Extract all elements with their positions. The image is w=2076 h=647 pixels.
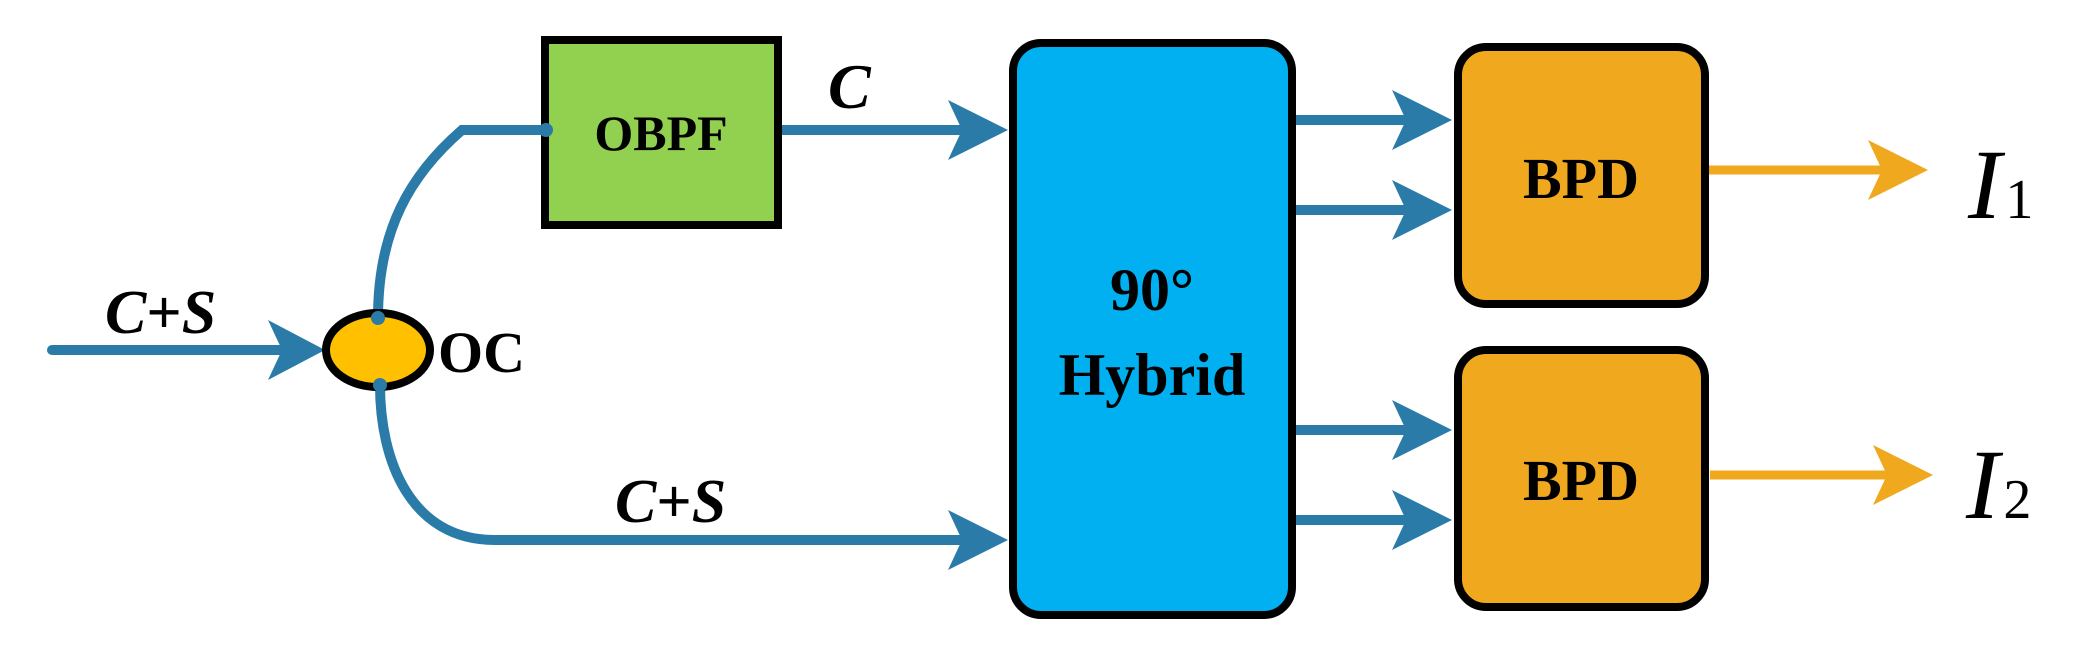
filtered-signal-label: C: [828, 51, 872, 122]
arrowhead-output-bottom: [1873, 445, 1933, 505]
lower-signal-plus: +: [656, 468, 691, 536]
arrowhead-lower: [948, 510, 1008, 570]
hybrid-box: [1009, 39, 1296, 619]
output-label-top: I1: [1967, 129, 2033, 240]
input-signal-s: S: [182, 279, 216, 347]
hybrid-label-line2: Hybrid: [1059, 342, 1246, 408]
bpd-bottom-label: BPD: [1523, 448, 1639, 513]
coupler-label: OC: [438, 320, 525, 385]
obpf-dot: [539, 123, 553, 137]
upper-branch-fiber: [373, 125, 550, 323]
obpf-box: [541, 36, 782, 229]
output-top-symbol: I: [1967, 129, 2006, 240]
arrowhead-filtered: [948, 100, 1008, 160]
output-top-subscript: 1: [2005, 169, 2033, 231]
output-label-bottom: I2: [1965, 429, 2031, 540]
lower-signal-label: C+S: [615, 468, 726, 536]
coupler-dot-bottom: [373, 378, 387, 392]
arrowhead-hybrid-2: [1392, 180, 1452, 240]
lower-signal-s: S: [692, 468, 726, 536]
coupler-dot-top: [371, 311, 385, 325]
obpf-label: OBPF: [594, 105, 727, 161]
arrowhead-hybrid-3: [1392, 400, 1452, 460]
hybrid-label-line1: 90°: [1110, 257, 1194, 323]
lower-signal-c: C: [615, 468, 657, 536]
bpd-top-label: BPD: [1523, 146, 1639, 211]
input-signal-plus: +: [146, 279, 181, 347]
input-signal-c: C: [105, 279, 147, 347]
fiber-paths: [47, 115, 1433, 545]
output-bottom-subscript: 2: [2003, 469, 2031, 531]
output-bottom-symbol: I: [1965, 429, 2004, 540]
arrowheads: [268, 90, 1933, 570]
arrowhead-hybrid-1: [1392, 90, 1452, 150]
arrowhead-hybrid-4: [1392, 490, 1452, 550]
arrowhead-input: [268, 320, 325, 380]
bpd-bottom-box: [1454, 346, 1709, 611]
bpd-top-box: [1454, 43, 1709, 308]
lower-branch-fiber: [375, 380, 990, 545]
arrowhead-output-top: [1868, 140, 1928, 200]
output-lines: [1705, 165, 1910, 480]
input-signal-label: C+S: [105, 279, 216, 347]
